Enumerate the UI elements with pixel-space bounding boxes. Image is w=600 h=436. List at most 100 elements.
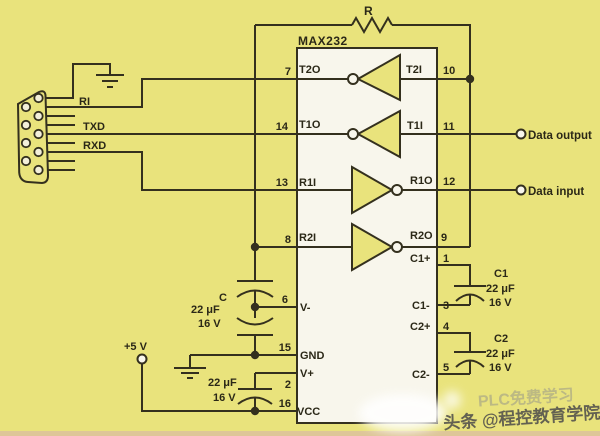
ic-label-vplus: V+ (300, 368, 314, 380)
cap-c-arc1 (236, 289, 274, 298)
junction-dots (250, 74, 475, 416)
ic-label-gnd: GND (300, 350, 325, 362)
db9-pin (20, 119, 32, 131)
db9-stubs (30, 115, 75, 171)
ic-label-vminus: V- (300, 302, 311, 314)
driver-t2-triangle (355, 53, 401, 102)
receiver-r1-triangle (351, 165, 395, 215)
cap-c2-network (437, 332, 486, 375)
ic-label-t1i: T1I (407, 120, 423, 132)
pin-4: 4 (443, 321, 450, 333)
db9-pin (33, 128, 44, 140)
ic-label-c2plus: C2+ (410, 321, 431, 333)
wire-db9-ground (42, 63, 111, 99)
cap-c-voltage: 16 V (198, 318, 221, 330)
cap-c-value: 22 μF (191, 304, 220, 316)
ic-label-r1o: R1O (410, 175, 433, 187)
resistor-label: R (364, 4, 373, 18)
pin-11: 11 (443, 121, 455, 133)
pin-10: 10 (443, 65, 455, 77)
receiver-r2-triangle (351, 222, 395, 272)
ic-label-r1i: R1I (299, 177, 316, 189)
terminal-5v (136, 353, 148, 365)
cap-c1-name: C1 (494, 268, 508, 280)
wires (30, 15, 517, 412)
cap-c2-value: 22 μF (486, 348, 515, 360)
terminal-data-output (515, 128, 527, 140)
pin-3: 3 (443, 300, 449, 312)
terminals (136, 128, 527, 365)
driver-t1-bubble (347, 128, 359, 140)
pin-15: 15 (279, 342, 291, 354)
ic-label-c2minus: C2- (412, 369, 430, 381)
cap-vcc-voltage: 16 V (213, 392, 236, 404)
ic-label-t2i: T2I (406, 64, 422, 76)
cap-c2-name: C2 (494, 333, 508, 345)
cap-vcc-value: 22 μF (208, 377, 237, 389)
receiver-r1-bubble (391, 184, 403, 196)
db9-pin (20, 137, 32, 149)
pin-14: 14 (276, 121, 289, 133)
wire-vplus (254, 372, 297, 389)
cap-c-name: C (219, 292, 227, 304)
blurred-logo-dot (443, 391, 461, 409)
label-data-output: Data output (528, 130, 592, 142)
driver-t1-triangle (355, 109, 401, 159)
db9-pin (20, 155, 32, 167)
junction-dot (250, 406, 260, 416)
pin-1: 1 (443, 253, 449, 265)
db9-connector (16, 90, 50, 185)
cap-c1-voltage: 16 V (489, 297, 512, 309)
ic-label-t1o: T1O (299, 119, 321, 131)
bottom-edge-strip (0, 431, 600, 436)
pin-9: 9 (441, 232, 447, 244)
pin-8: 8 (285, 234, 291, 246)
db9-pin (20, 101, 32, 113)
resistor-zigzag (351, 15, 393, 35)
pin-12: 12 (443, 176, 455, 188)
ic-label-r2i: R2I (299, 232, 316, 244)
junction-dot (465, 74, 475, 84)
label-data-input: Data input (528, 186, 584, 198)
pin-5: 5 (443, 362, 449, 374)
pin-6: 6 (282, 294, 288, 306)
wire-pin9-pin10 (437, 78, 470, 248)
ground-symbol-bottom (174, 367, 206, 379)
ic-label-c1minus: C1- (412, 300, 430, 312)
db9-pin (33, 164, 44, 176)
label-txd: TXD (83, 121, 105, 133)
buffers (347, 53, 403, 272)
junction-dot (250, 302, 260, 312)
ic-label-t2o: T2O (299, 64, 321, 76)
ic-label-vcc: VCC (297, 406, 320, 418)
ic-label-c1plus: C1+ (410, 253, 431, 265)
ic-title: MAX232 (298, 34, 348, 48)
db9-pin (33, 110, 44, 122)
wire-rxd-to-pin13 (42, 151, 297, 191)
db9-pin (33, 92, 44, 104)
blurred-logo-patch (359, 394, 447, 432)
ic-label-r2o: R2O (410, 230, 433, 242)
junction-dot (250, 350, 260, 360)
db9-pin (33, 146, 44, 158)
label-ri: RI (79, 96, 90, 108)
cap-c1-value: 22 μF (486, 283, 515, 295)
wire-5v-to-vcc (141, 364, 297, 412)
receiver-r2-bubble (391, 241, 403, 253)
pin-13: 13 (276, 177, 288, 189)
junction-dot (250, 242, 260, 252)
terminal-data-input (515, 184, 527, 196)
wire-ri-to-pin7 (30, 78, 297, 108)
cap-c-arc2 (236, 317, 274, 326)
labels: R MAX232 RI TXD RXD +5 V Data output Dat… (79, 4, 592, 418)
label-5v: +5 V (124, 341, 148, 353)
cap-c2-voltage: 16 V (489, 362, 512, 374)
label-rxd: RXD (83, 140, 106, 152)
ground-symbol-top (96, 74, 124, 88)
pin-2: 2 (285, 379, 291, 391)
wire-right-rail (392, 24, 471, 247)
pin-16: 16 (279, 398, 291, 410)
pin-7: 7 (285, 66, 291, 78)
